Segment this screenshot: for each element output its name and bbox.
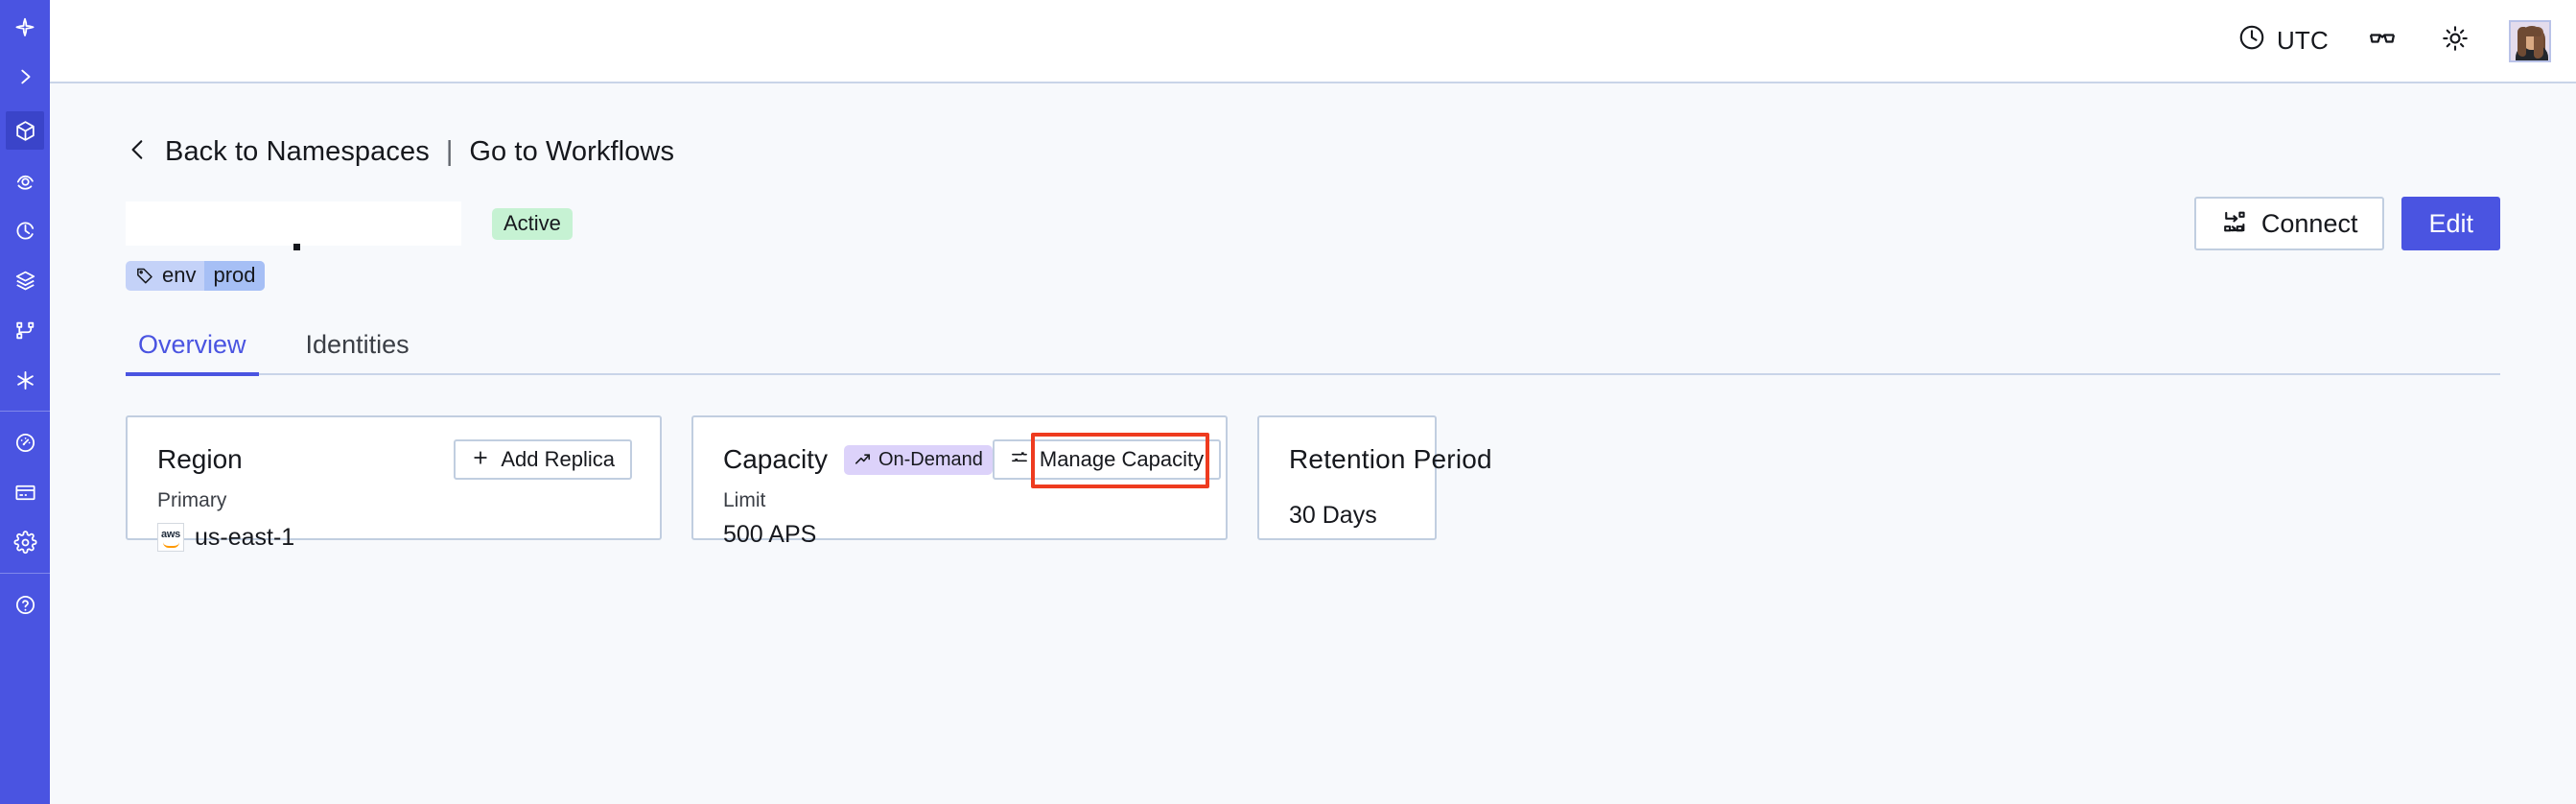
sidebar-divider-1 [0, 411, 50, 412]
tab-identities[interactable]: Identities [305, 330, 410, 359]
region-card: Region Add Replica [126, 415, 662, 552]
edit-button[interactable]: Edit [2401, 197, 2500, 250]
docs-button[interactable] [2363, 22, 2401, 60]
connect-flow-icon [2221, 208, 2248, 240]
tag-chip-env[interactable]: env prod [126, 260, 265, 291]
tag-value: prod [204, 260, 265, 291]
layers-icon[interactable] [6, 261, 44, 299]
capacity-card-title: Capacity [723, 444, 828, 474]
retention-card-header: Retention Period [1289, 440, 1492, 479]
gauge-icon[interactable] [6, 423, 44, 461]
capacity-mode-badge: On-Demand [843, 444, 993, 475]
timezone-selector[interactable]: UTC [2237, 23, 2329, 59]
edit-button-label: Edit [2428, 208, 2473, 238]
retention-value: 30 Days [1289, 502, 1377, 529]
git-branch-icon[interactable] [6, 311, 44, 349]
manage-capacity-button[interactable]: Manage Capacity [992, 439, 1222, 480]
theme-toggle-button[interactable] [2436, 22, 2474, 60]
page-content: Back to Namespaces | Go to Workflows Act… [50, 83, 2576, 804]
sidebar-item-billing[interactable] [0, 473, 50, 511]
trending-up-icon [854, 450, 872, 468]
add-replica-button[interactable]: Add Replica [454, 439, 632, 480]
sidebar-item-settings[interactable] [0, 523, 50, 561]
header-actions: UTC [2237, 19, 2551, 62]
aws-logo-icon: aws [157, 523, 184, 552]
region-primary-label: Primary [157, 489, 227, 511]
chevron-left-icon[interactable] [126, 134, 151, 170]
overview-cards: Region Add Replica [126, 415, 2500, 552]
capacity-limit-value: 500 APS [723, 521, 817, 548]
avatar-hair-right [2534, 26, 2543, 59]
aws-logo-text: aws [161, 528, 180, 540]
region-value-row: aws us-east-1 [157, 523, 632, 552]
capacity-card: Capacity On-Demand [691, 415, 1228, 547]
capacity-card-header: Capacity On-Demand [723, 439, 1222, 480]
back-to-namespaces-link[interactable]: Back to Namespaces [165, 135, 430, 167]
sidebar-item-history[interactable] [0, 211, 50, 249]
sidebar-slot-logo[interactable] [0, 8, 50, 46]
namespace-actions: Connect Edit [2193, 197, 2500, 250]
namespace-tags: env prod [126, 260, 2500, 291]
timer-icon[interactable] [6, 211, 44, 249]
eye-spiral-icon[interactable] [6, 161, 44, 200]
region-card-title: Region [157, 444, 243, 474]
tag-icon [135, 266, 154, 285]
page-title [126, 201, 461, 250]
timezone-label: UTC [2276, 26, 2329, 55]
credit-card-icon[interactable] [6, 473, 44, 511]
clock-icon [2237, 23, 2266, 59]
namespace-title-row: Active Co [126, 197, 2500, 250]
main-column: UTC [50, 0, 2576, 804]
manage-capacity-label: Manage Capacity [1039, 447, 1205, 471]
plus-icon [471, 448, 490, 471]
cube-icon[interactable] [6, 111, 44, 150]
sidebar-item-nexus[interactable] [0, 361, 50, 399]
retention-card: Retention Period 30 Days [1257, 415, 1492, 540]
chevron-right-icon[interactable] [6, 58, 44, 96]
capacity-mode-label: On-Demand [878, 448, 983, 470]
sidebar-item-usage[interactable] [0, 423, 50, 461]
namespace-tabs: Overview Identities [126, 321, 2500, 376]
region-value: us-east-1 [195, 523, 295, 551]
tag-key: env [162, 263, 197, 287]
region-card-action: Add Replica [454, 439, 632, 480]
glasses-icon [2367, 23, 2398, 59]
sidebar-divider-2 [0, 573, 50, 574]
add-replica-label: Add Replica [501, 447, 615, 471]
compass-star-icon[interactable] [6, 8, 44, 46]
asterisk-icon[interactable] [6, 361, 44, 399]
avatar-hair-left [2517, 26, 2526, 57]
top-header-bar: UTC [50, 0, 2576, 83]
connect-button-label: Connect [2260, 208, 2358, 238]
avatar[interactable] [2509, 19, 2551, 62]
aws-swoosh [162, 542, 179, 548]
sidebar-item-workflows[interactable] [0, 311, 50, 349]
breadcrumb-separator: | [445, 135, 454, 167]
sidebar-slot-expand[interactable] [0, 58, 50, 96]
sidebar-item-stack[interactable] [0, 261, 50, 299]
region-card-header: Region Add Replica [157, 439, 632, 480]
gear-icon[interactable] [6, 523, 44, 561]
capacity-limit-label: Limit [723, 489, 766, 511]
sidebar-item-observe[interactable] [0, 161, 50, 200]
capacity-card-action: Manage Capacity [992, 439, 1222, 480]
tab-overview[interactable]: Overview [126, 332, 259, 376]
status-badge: Active [492, 207, 573, 240]
sidebar-item-help[interactable] [0, 585, 50, 624]
sidebar-item-namespaces[interactable] [0, 111, 50, 150]
breadcrumb: Back to Namespaces | Go to Workflows [126, 133, 2500, 170]
go-to-workflows-link[interactable]: Go to Workflows [469, 135, 675, 167]
avatar-fringe [2522, 27, 2541, 36]
sliders-icon [1010, 448, 1029, 471]
primary-sidebar [0, 0, 50, 804]
sun-icon [2441, 24, 2470, 58]
connect-button[interactable]: Connect [2193, 197, 2385, 250]
help-circle-icon[interactable] [6, 585, 44, 624]
retention-card-title: Retention Period [1289, 444, 1492, 474]
